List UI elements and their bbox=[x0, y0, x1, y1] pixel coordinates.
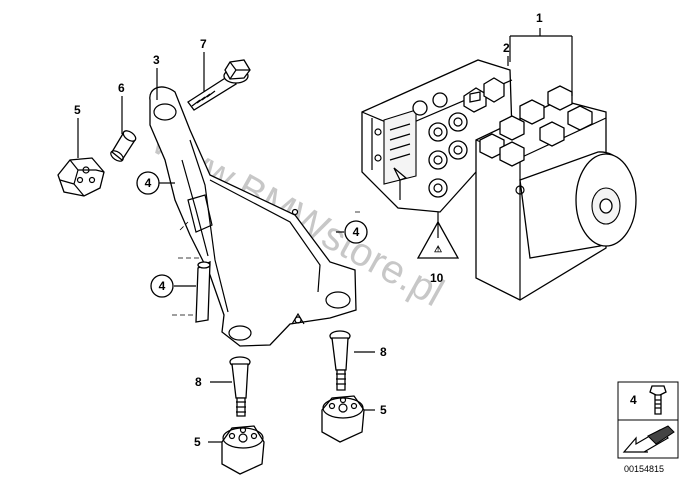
callout-6[interactable]: 6 bbox=[118, 81, 125, 95]
bolt-part[interactable] bbox=[187, 59, 251, 111]
sleeve-part[interactable] bbox=[109, 129, 138, 164]
callouts: 1 2 3 5 6 7 4 4 4 10 8 8 5 5 bbox=[74, 11, 543, 449]
legend-screw-icon bbox=[649, 385, 667, 415]
legend-number: 4 bbox=[630, 393, 637, 407]
callout-7[interactable]: 7 bbox=[200, 37, 207, 51]
callout-4-c[interactable]: 4 bbox=[159, 279, 166, 293]
callout-8-left[interactable]: 8 bbox=[195, 375, 202, 389]
callout-8-right[interactable]: 8 bbox=[380, 345, 387, 359]
callout-4-circle-c[interactable] bbox=[150, 274, 174, 298]
callout-1[interactable]: 1 bbox=[536, 11, 543, 25]
callout-4-circle-b[interactable] bbox=[344, 220, 368, 244]
rubber-mount-part[interactable] bbox=[57, 157, 105, 197]
warning-label-part[interactable]: ⚠ bbox=[416, 220, 460, 259]
control-unit-part[interactable] bbox=[475, 85, 637, 301]
callout-5-top[interactable]: 5 bbox=[74, 103, 81, 117]
callout-4-b[interactable]: 4 bbox=[353, 225, 360, 239]
diagram-id: 00154815 bbox=[624, 464, 664, 474]
legend-box: 4 00154815 bbox=[617, 381, 679, 474]
legend-arrow-icon bbox=[622, 425, 675, 453]
pin-part[interactable] bbox=[195, 260, 211, 323]
callout-5-bottom[interactable]: 5 bbox=[194, 435, 201, 449]
callout-10[interactable]: 10 bbox=[430, 271, 444, 285]
bracket-part[interactable] bbox=[149, 86, 357, 347]
pump-motor bbox=[515, 151, 637, 259]
stud-pin-left[interactable] bbox=[229, 356, 251, 417]
warning-symbol-icon: ⚠ bbox=[434, 244, 442, 254]
callout-5-right[interactable]: 5 bbox=[380, 403, 387, 417]
callout-2[interactable]: 2 bbox=[503, 41, 510, 55]
hex-plugs bbox=[479, 85, 593, 167]
callout-3[interactable]: 3 bbox=[153, 53, 160, 67]
valve-bores bbox=[412, 92, 468, 198]
hydraulic-unit-part[interactable] bbox=[361, 59, 513, 213]
callout-4-circle-a[interactable] bbox=[136, 171, 160, 195]
rubber-mount-right[interactable] bbox=[321, 395, 365, 443]
leader-lines bbox=[77, 28, 573, 443]
rubber-mount-bottom[interactable] bbox=[221, 425, 265, 475]
stud-pin-right[interactable] bbox=[329, 330, 351, 391]
connector-fittings bbox=[463, 77, 505, 113]
callout-4-a[interactable]: 4 bbox=[145, 176, 152, 190]
